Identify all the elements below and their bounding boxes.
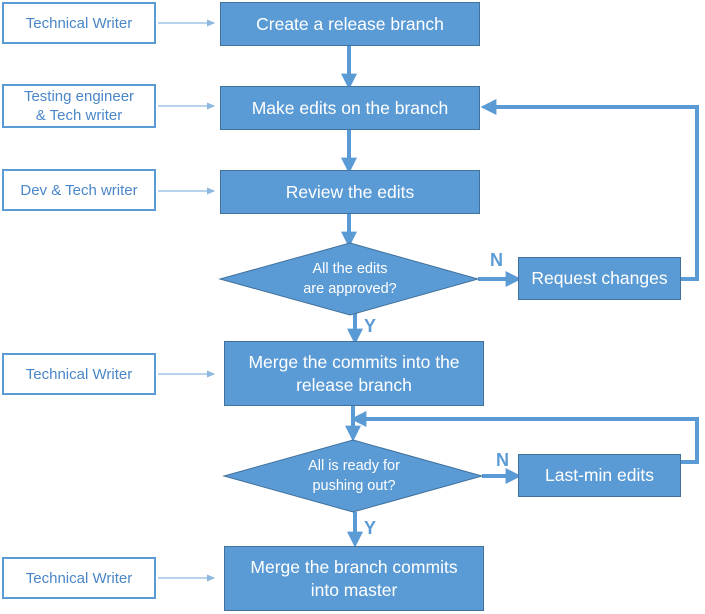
step-label-line-2: release branch xyxy=(296,374,412,395)
branch-label-yes-ready: Y xyxy=(364,518,377,538)
role-label: Technical Writer xyxy=(25,14,133,32)
role-label: Technical Writer xyxy=(25,569,133,587)
branch-label-no-approved: N xyxy=(490,250,503,270)
step-review-edits: Review the edits xyxy=(220,170,480,214)
role-technical-writer-2: Technical Writer xyxy=(2,353,156,395)
decision-text-line-2: are approved? xyxy=(303,281,397,297)
role-technical-writer-1: Technical Writer xyxy=(2,2,156,44)
decision-text-line-2: pushing out? xyxy=(312,478,396,494)
step-label: Last-min edits xyxy=(545,465,654,485)
decision-text-line-1: All is ready for xyxy=(308,458,400,474)
step-request-changes: Request changes xyxy=(518,257,681,300)
role-label-line-2: & Tech writer xyxy=(35,107,123,124)
flow-arrow-last-min-loop xyxy=(350,411,699,464)
branch-label-yes-approved: Y xyxy=(364,316,377,336)
flow-arrow-request-changes-loop xyxy=(480,99,699,281)
step-label-line-2: into master xyxy=(310,579,398,600)
decision-diamond-ready xyxy=(222,439,484,513)
step-label: Make edits on the branch xyxy=(251,97,449,118)
decision-diamond-approved xyxy=(218,242,480,316)
role-technical-writer-3: Technical Writer xyxy=(2,557,156,599)
step-label-line-1: Merge the commits into the xyxy=(248,351,460,372)
step-merge-into-master: Merge the branch commits into master xyxy=(224,546,484,611)
role-label: Technical Writer xyxy=(25,365,133,383)
step-label-line-1: Merge the branch commits xyxy=(250,556,458,577)
decision-ready-text: All is ready for pushing out? xyxy=(274,455,434,497)
decision-approved-text: All the edits are approved? xyxy=(270,258,430,300)
step-last-min-edits: Last-min edits xyxy=(518,454,681,497)
role-testing-engineer: Testing engineer & Tech writer xyxy=(2,84,156,128)
decision-text-line-1: All the edits xyxy=(312,261,388,277)
step-label: Request changes xyxy=(531,268,668,288)
step-label: Create a release branch xyxy=(256,13,444,34)
branch-label-no-ready: N xyxy=(496,450,509,470)
step-merge-commits: Merge the commits into the release branc… xyxy=(224,341,484,406)
step-label: Review the edits xyxy=(285,181,415,202)
role-label: Dev & Tech writer xyxy=(20,181,138,199)
step-create-release-branch: Create a release branch xyxy=(220,2,480,46)
step-make-edits: Make edits on the branch xyxy=(220,86,480,130)
role-label-line-1: Testing engineer xyxy=(23,88,135,105)
role-dev-tech-writer: Dev & Tech writer xyxy=(2,169,156,211)
